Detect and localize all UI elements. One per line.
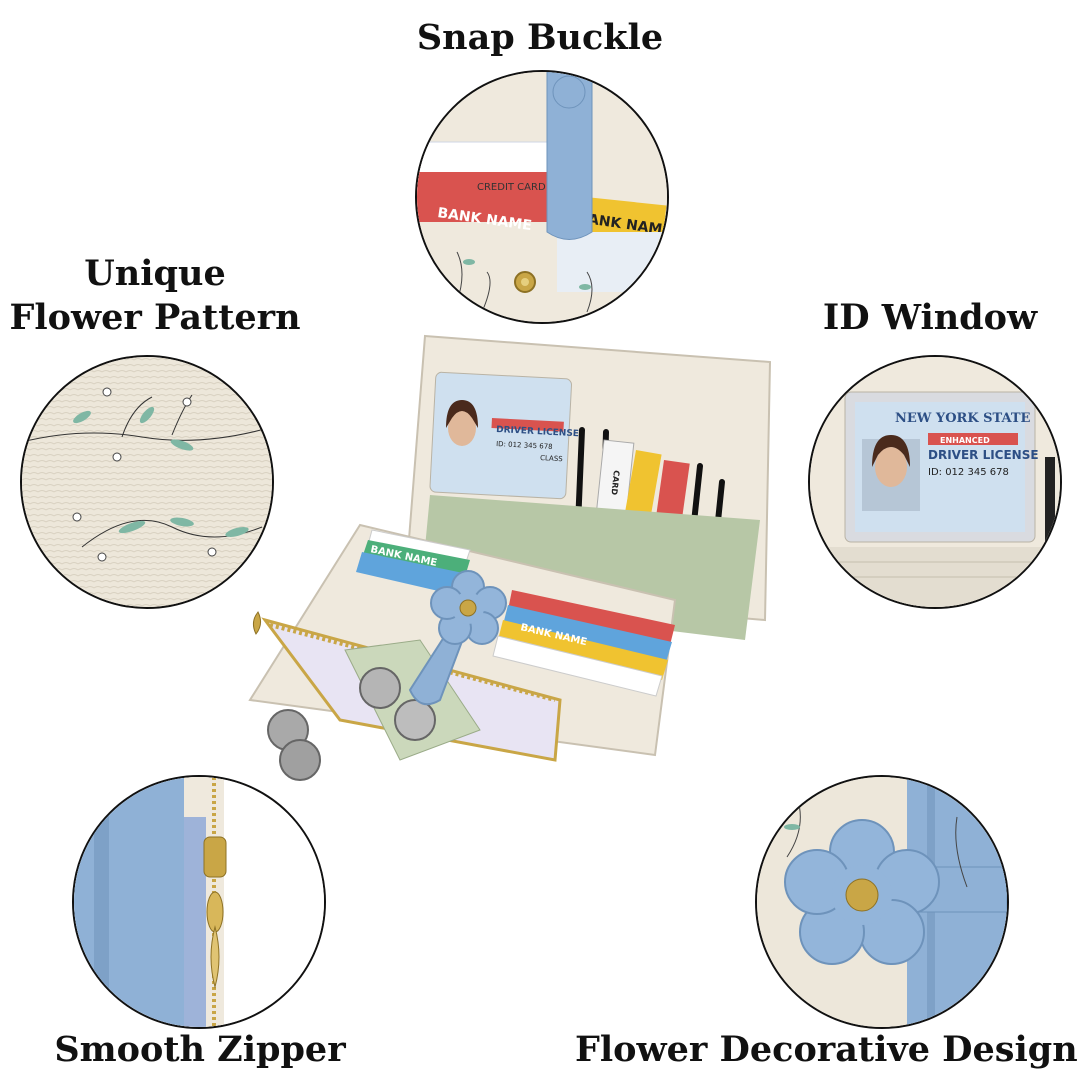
snap-buckle-circle: CREDIT CARD BANK NAME BANK NAME (415, 70, 669, 324)
snap-buckle-label: Snap Buckle (416, 17, 664, 58)
id-number-text: ID: 012 345 678 (928, 467, 1009, 478)
center-license-text: DRIVER LICENSE (496, 425, 579, 439)
flower-decorative-circle (755, 775, 1009, 1029)
id-state-text: NEW YORK STATE (895, 411, 1031, 426)
flower-decorative-detail-image (757, 777, 1007, 1027)
smooth-zipper-circle (72, 775, 326, 1029)
flower-pattern-circle (20, 355, 274, 609)
id-enhanced-text: ENHANCED (940, 436, 990, 445)
flower-pattern-label: Unique Flower Pattern (0, 252, 310, 340)
id-license-text: DRIVER LICENSE (928, 448, 1039, 462)
flower-decorative-label: Flower Decorative Design (575, 1029, 1078, 1070)
center-bank-name-left: BANK NAME (369, 544, 438, 569)
center-class-text: CLASS (540, 454, 564, 463)
smooth-zipper-detail-image (74, 777, 324, 1027)
flower-pattern-detail-image (22, 357, 272, 607)
id-window-detail-image: NEW YORK STATE ENHANCED DRIVER LICENSE I… (810, 357, 1060, 607)
smooth-zipper-label: Smooth Zipper (54, 1029, 346, 1070)
id-window-label: ID Window (822, 297, 1038, 338)
flower-pattern-label-line2: Flower Pattern (9, 297, 301, 338)
center-bank-name-right: BANK NAME (519, 622, 588, 648)
center-id-number-text: ID: 012 345 678 (496, 440, 553, 451)
snap-buckle-detail-image: CREDIT CARD BANK NAME BANK NAME (417, 72, 667, 322)
center-card-text: CARD (609, 470, 621, 496)
flower-pattern-label-line1: Unique (84, 253, 226, 294)
credit-card-text: CREDIT CARD (477, 182, 546, 193)
id-window-circle: NEW YORK STATE ENHANCED DRIVER LICENSE I… (808, 355, 1062, 609)
